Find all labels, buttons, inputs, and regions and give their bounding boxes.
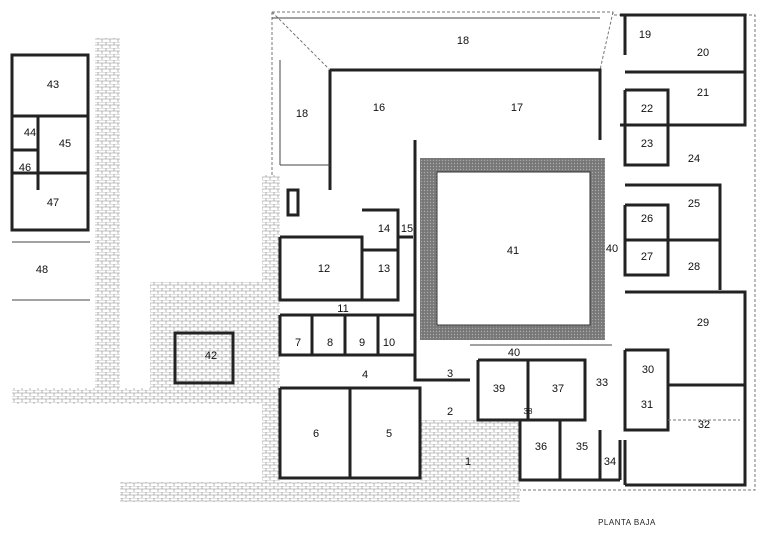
room-30-label: 30 xyxy=(642,364,654,376)
room-27-label: 27 xyxy=(641,251,653,263)
room-28-label: 28 xyxy=(688,261,700,273)
room-41-label: 41 xyxy=(507,245,519,257)
room-35-label: 35 xyxy=(576,441,588,453)
south-rooms xyxy=(470,344,622,482)
room-10-label: 10 xyxy=(383,337,395,349)
room-14-label: 14 xyxy=(378,223,390,235)
room-24-label: 24 xyxy=(688,153,700,165)
room-43-label: 43 xyxy=(47,79,59,91)
annex-building xyxy=(10,53,90,301)
room-2-label: 2 xyxy=(447,406,453,418)
room-1-label: 1 xyxy=(465,456,471,468)
room-13-label: 13 xyxy=(378,263,390,275)
room-25-label: 25 xyxy=(688,198,700,210)
room-33-label: 33 xyxy=(596,377,608,389)
room-38-label: 38 xyxy=(524,407,533,416)
room-15-label: 15 xyxy=(401,223,413,235)
room-40b-label: 40 xyxy=(508,347,520,359)
room-31-label: 31 xyxy=(641,399,653,411)
service-wing xyxy=(278,140,470,480)
north-block xyxy=(272,17,602,217)
room-36-label: 36 xyxy=(535,441,547,453)
room-23-label: 23 xyxy=(641,138,653,150)
east-wing xyxy=(620,13,747,487)
room-12-label: 12 xyxy=(318,263,330,275)
room-6-label: 6 xyxy=(313,428,319,440)
room-20-label: 20 xyxy=(697,47,709,59)
room-45-label: 45 xyxy=(59,138,71,150)
room-18-label: 18 xyxy=(457,35,469,47)
room-44-label: 44 xyxy=(24,127,36,139)
room-37-label: 37 xyxy=(552,383,564,395)
room-4-label: 4 xyxy=(362,369,368,381)
room-42-walls xyxy=(173,331,235,385)
room-11-label: 11 xyxy=(337,303,348,315)
room-22-label: 22 xyxy=(641,103,653,115)
room-7-label: 7 xyxy=(295,337,301,349)
room-47-label: 47 xyxy=(47,197,59,209)
room-17-label: 17 xyxy=(511,102,523,114)
room-48-label: 48 xyxy=(36,264,48,276)
room-29-label: 29 xyxy=(697,317,709,329)
room-5-label: 5 xyxy=(386,428,392,440)
room-3-label: 3 xyxy=(447,368,453,380)
courtyard xyxy=(420,158,605,340)
room-9-label: 9 xyxy=(359,337,365,349)
room-34-label: 34 xyxy=(604,456,616,468)
room-16-label: 16 xyxy=(373,102,385,114)
room-18b-label: 18 xyxy=(296,108,308,120)
room-39-label: 39 xyxy=(493,383,505,395)
room-32-label: 32 xyxy=(698,419,710,431)
room-8-label: 8 xyxy=(327,337,333,349)
room-46-label: 46 xyxy=(19,162,31,174)
room-21-label: 21 xyxy=(697,87,709,99)
room-42-label: 42 xyxy=(205,350,217,362)
room-labels: 1 2 3 4 5 6 7 8 9 10 11 12 13 14 15 16 1… xyxy=(19,29,710,468)
plan-caption: PLANTA BAJA xyxy=(598,518,656,527)
brick-paving xyxy=(12,38,520,502)
room-26-label: 26 xyxy=(641,213,653,225)
room-40-label: 40 xyxy=(606,243,618,255)
room-19-label: 19 xyxy=(639,29,651,41)
